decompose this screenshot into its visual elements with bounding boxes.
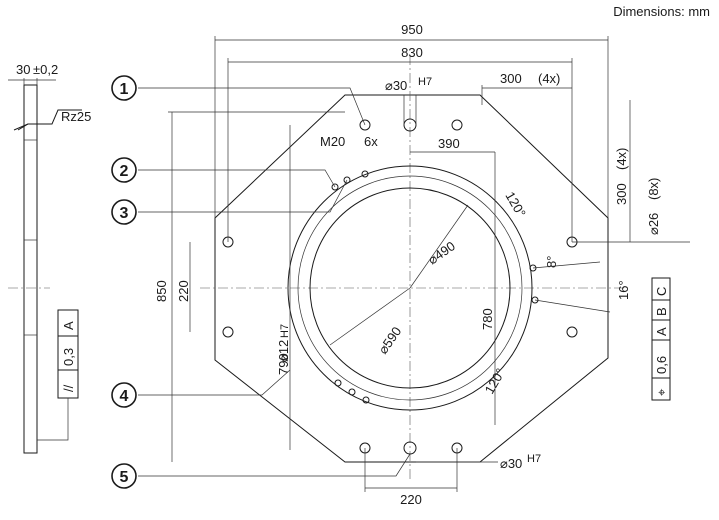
dim-hole-pitch-count: (4x) bbox=[538, 71, 560, 86]
parallelism-value: 0,3 bbox=[61, 348, 76, 366]
dim-width-inner: 830 bbox=[401, 45, 423, 60]
callout-4-label: 4 bbox=[120, 388, 129, 405]
callout-5 bbox=[111, 463, 137, 489]
dim-pin-bore-fit: H7 bbox=[418, 76, 432, 88]
dim-pitch-angle: 120° bbox=[502, 189, 528, 220]
callout-2 bbox=[111, 157, 137, 183]
dim-thread-count: 6x bbox=[364, 134, 378, 149]
dim-inner-circle: ⌀490 bbox=[425, 238, 458, 267]
callout-1-label: 1 bbox=[120, 81, 129, 98]
plan-view: 950 830 300 (4x) ⌀30 H7 M20 6x 390 300 (… bbox=[154, 22, 690, 507]
dim-width-outer: 950 bbox=[401, 22, 423, 37]
dim-bore-12: ⌀12 bbox=[276, 340, 291, 362]
bolt-circle bbox=[297, 175, 523, 401]
dim-pin-bore: ⌀30 bbox=[385, 78, 407, 93]
dim-height-mid: 780 bbox=[480, 308, 495, 330]
side-view: 30 ±0,2 Rz25 A 0,3 // bbox=[8, 62, 91, 454]
position-symbol: ⌖ bbox=[654, 388, 669, 396]
dim-bottom-pin: ⌀30 bbox=[500, 456, 522, 471]
dim-bottom-width: 220 bbox=[400, 492, 422, 507]
parallelism-frame: A 0,3 // bbox=[37, 309, 79, 441]
dim-bottom-pin-fit: H7 bbox=[527, 453, 541, 465]
dim-thread: M20 bbox=[320, 134, 345, 149]
inner-bore bbox=[309, 187, 511, 389]
thickness-value: 30 bbox=[16, 62, 30, 77]
dim-half-width: 390 bbox=[438, 136, 460, 151]
callout-5-label: 5 bbox=[120, 469, 129, 486]
dim-height-790: 790 bbox=[276, 353, 291, 375]
thickness-tolerance: ±0,2 bbox=[33, 62, 58, 77]
dim-outer-circle: ⌀590 bbox=[375, 324, 404, 357]
callout-4 bbox=[111, 382, 137, 408]
callout-2-label: 2 bbox=[120, 163, 129, 180]
callout-1 bbox=[111, 75, 137, 101]
dim-vertical-pitch-count: (4x) bbox=[614, 148, 629, 170]
dim-bore-12-fit: H7 bbox=[279, 324, 291, 338]
threaded-holes bbox=[331, 170, 539, 404]
parallelism-symbol: // bbox=[61, 384, 76, 392]
callout-3-label: 3 bbox=[120, 205, 129, 222]
outer-ring bbox=[287, 165, 533, 411]
dim-hole-pitch: 300 bbox=[500, 71, 522, 86]
dim-height-small: 220 bbox=[176, 280, 191, 302]
dim-hole-dia-count: (8x) bbox=[646, 178, 661, 200]
position-frame: C B A 0,6 ⌖ bbox=[651, 277, 671, 401]
dim-height-outer: 850 bbox=[154, 280, 169, 302]
callout-3 bbox=[111, 199, 137, 225]
position-value: 0,6 bbox=[654, 356, 669, 374]
parallelism-datum: A bbox=[61, 321, 76, 330]
roughness-value: Rz25 bbox=[61, 109, 91, 124]
callouts: 1 2 3 4 5 bbox=[111, 75, 411, 489]
position-datum-a: A bbox=[654, 327, 669, 336]
dim-hole-dia: ⌀26 bbox=[646, 213, 661, 235]
plate-outline bbox=[214, 94, 609, 463]
units-note: Dimensions: mm bbox=[613, 4, 710, 19]
dim-angle-small: 8° bbox=[544, 256, 559, 268]
dim-angle-large: 16° bbox=[616, 280, 631, 300]
position-datum-c: C bbox=[654, 287, 669, 296]
position-datum-b: B bbox=[654, 307, 669, 316]
dim-vertical-pitch: 300 bbox=[614, 183, 629, 205]
roughness-symbol bbox=[17, 109, 82, 131]
